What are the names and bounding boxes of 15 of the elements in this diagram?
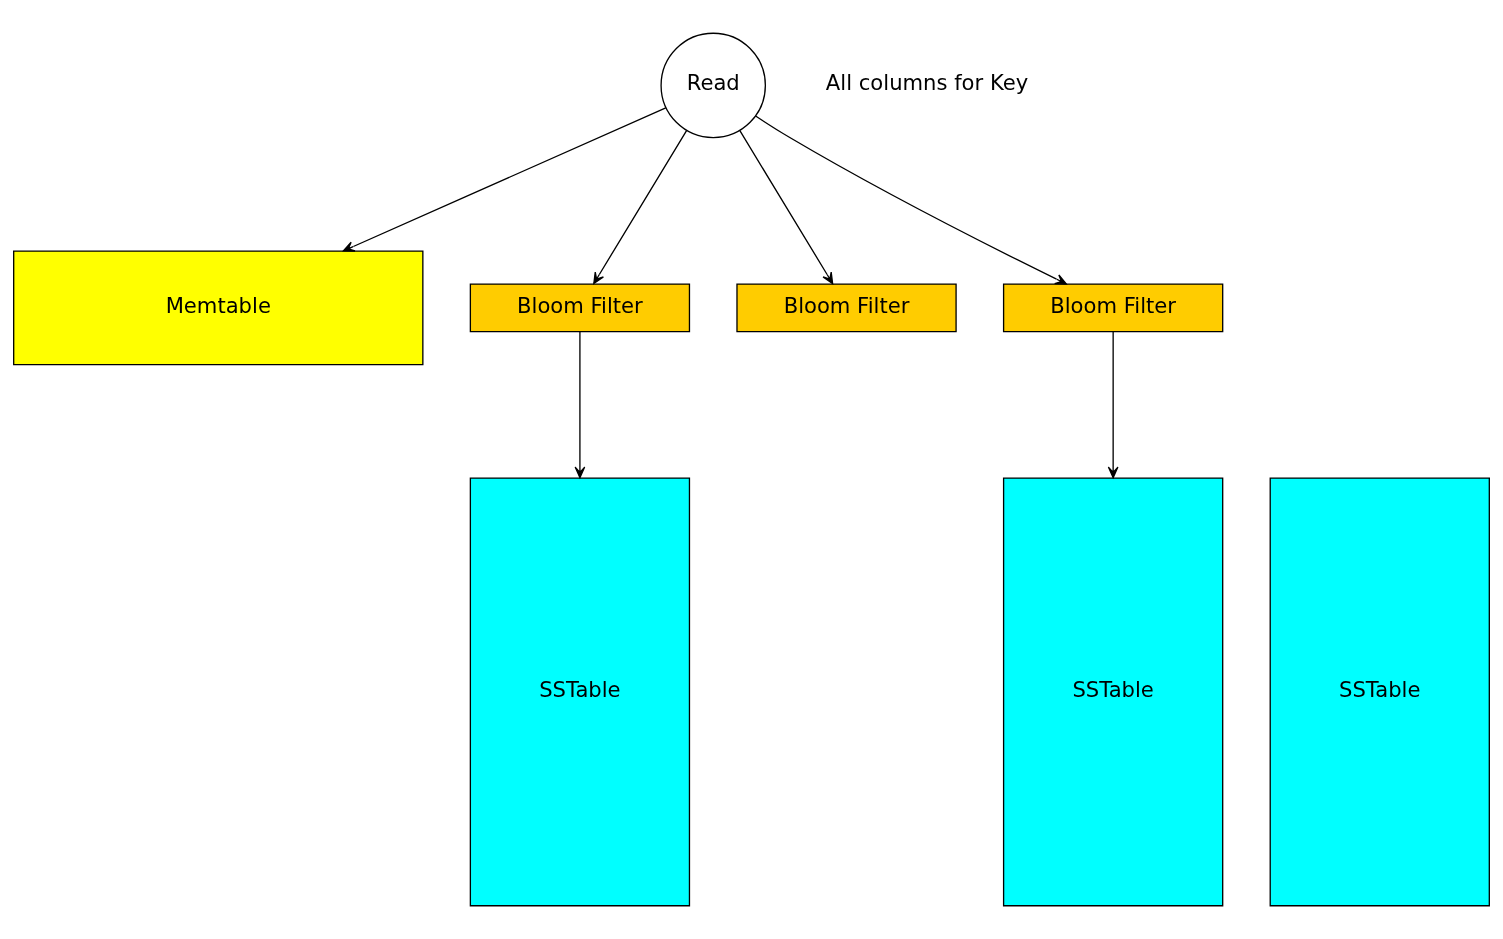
- node-circle: Read: [660, 32, 766, 139]
- arrow: [342, 107, 667, 252]
- arrow: [574, 331, 586, 479]
- arrow: [593, 130, 688, 285]
- node-box: SSTable: [469, 477, 691, 907]
- node-box: SSTable: [1269, 477, 1490, 907]
- arrow: [739, 130, 834, 285]
- arrow: [754, 115, 1067, 285]
- node-box: Bloom Filter: [469, 283, 691, 333]
- node-box: SSTable: [1002, 477, 1224, 907]
- node-box: Bloom Filter: [736, 283, 957, 333]
- node-box: Memtable: [13, 250, 424, 366]
- node-box: Bloom Filter: [1002, 283, 1224, 333]
- node-label: All columns for Key: [825, 70, 1029, 96]
- arrow: [1107, 331, 1119, 479]
